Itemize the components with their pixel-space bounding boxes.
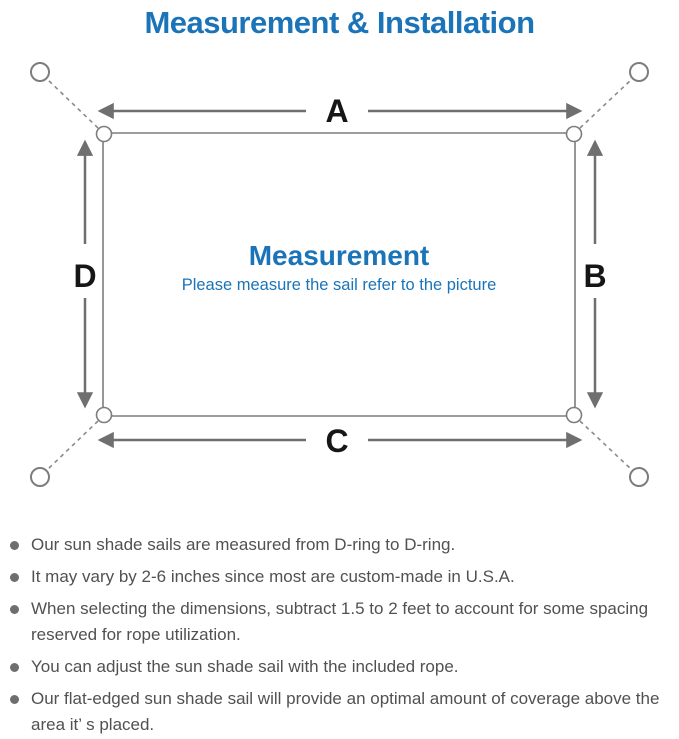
d-ring-top-left-icon xyxy=(95,125,113,143)
dimension-label-d: D xyxy=(73,258,96,294)
bullet-icon xyxy=(10,541,19,550)
diagram-center-subtitle: Please measure the sail refer to the pic… xyxy=(182,276,497,294)
note-text: It may vary by 2-6 inches since most are… xyxy=(31,567,515,586)
anchor-ring-top-left-icon xyxy=(30,62,50,82)
bullet-icon xyxy=(10,573,19,582)
note-item: When selecting the dimensions, subtract … xyxy=(8,596,669,648)
d-ring-top-right-icon xyxy=(565,125,583,143)
note-item: It may vary by 2-6 inches since most are… xyxy=(8,564,669,590)
anchor-rope-dashed-lines xyxy=(46,78,633,471)
sail-outline xyxy=(102,132,576,417)
dimension-label-b: B xyxy=(583,258,606,294)
anchor-ring-icons xyxy=(30,62,649,487)
bullet-icon xyxy=(10,605,19,614)
diagram-center-title: Measurement xyxy=(249,240,430,271)
anchor-ring-bottom-right-icon xyxy=(629,467,649,487)
note-text: Our sun shade sails are measured from D-… xyxy=(31,535,456,554)
anchor-ring-top-right-icon xyxy=(629,62,649,82)
dimension-arrows xyxy=(76,102,604,449)
page-title: Measurement & Installation xyxy=(144,5,535,40)
note-text: When selecting the dimensions, subtract … xyxy=(31,599,649,644)
bullet-icon xyxy=(10,663,19,672)
notes-list: Our sun shade sails are measured from D-… xyxy=(0,532,679,738)
bullet-icon xyxy=(10,695,19,704)
note-text: Our flat-edged sun shade sail will provi… xyxy=(31,689,660,734)
d-ring-bottom-left-icon xyxy=(95,406,113,424)
measurement-diagram: A B C D Measurement Please measure the s… xyxy=(0,44,679,504)
sail-diagram-svg: A B C D Measurement Please measure the s… xyxy=(30,62,649,487)
dimension-label-a: A xyxy=(325,93,348,129)
d-ring-icons xyxy=(95,125,583,424)
dimension-label-c: C xyxy=(325,423,348,459)
note-text: You can adjust the sun shade sail with t… xyxy=(31,657,459,676)
anchor-ring-bottom-left-icon xyxy=(30,467,50,487)
d-ring-bottom-right-icon xyxy=(565,406,583,424)
note-item: Our flat-edged sun shade sail will provi… xyxy=(8,686,669,738)
note-item: You can adjust the sun shade sail with t… xyxy=(8,654,669,680)
note-item: Our sun shade sails are measured from D-… xyxy=(8,532,669,558)
